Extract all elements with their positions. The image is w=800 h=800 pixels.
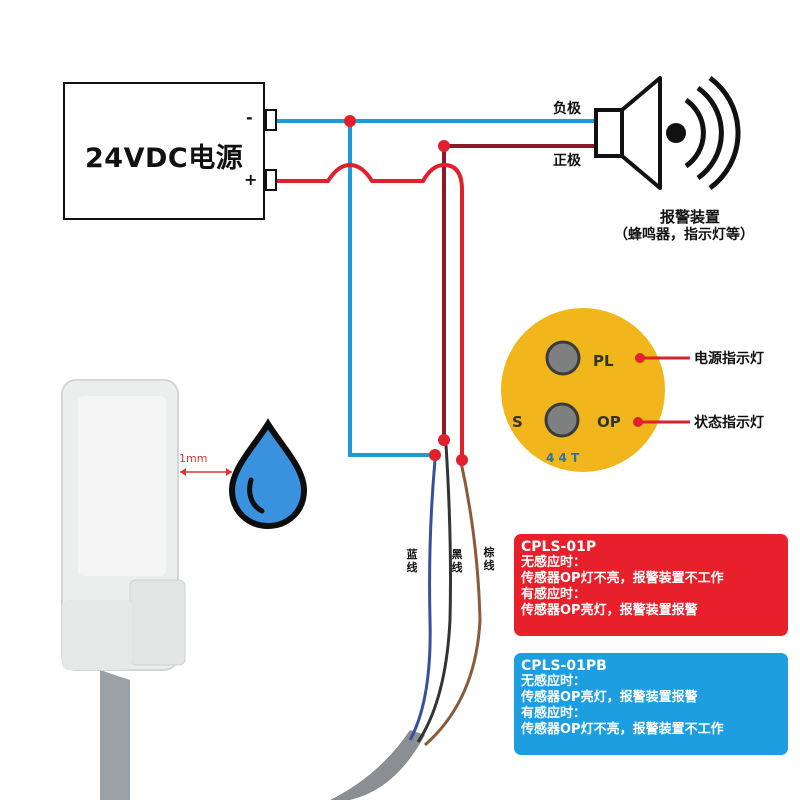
cable-jacket (330, 730, 425, 800)
plus-sign: + (244, 170, 258, 189)
blue-wire-label: 蓝线 (406, 548, 418, 574)
model-line: 传感器OP亮灯，报警装置报警 (521, 603, 698, 618)
alarm-device-subtitle: （蜂鸣器，指示灯等） (614, 227, 754, 243)
model-name: CPLS-01P (521, 539, 597, 555)
power-supply-box: 24VDC电源 (63, 82, 265, 220)
model-line: 传感器OP灯不亮，报警装置不工作 (521, 571, 724, 586)
sensor-cable (100, 670, 130, 800)
model-box-cpls-01p: CPLS-01P 无感应时： 传感器OP灯不亮，报警装置不工作 有感应时： 传感… (514, 534, 788, 636)
distance-label: 1mm (179, 452, 208, 465)
op-badge: OP (597, 413, 621, 431)
status-led-label: 状态指示灯 (694, 415, 764, 431)
minus-sign: - (246, 108, 253, 127)
model-line: 有感应时： (521, 587, 587, 602)
model-line: 传感器OP灯不亮，报警装置不工作 (521, 722, 724, 737)
power-led-label: 电源指示灯 (694, 351, 764, 367)
pl-pointer-dot (635, 353, 645, 363)
op-pointer-dot (633, 417, 643, 427)
negative-pole-label: 负极 (553, 101, 581, 117)
brown-lead (424, 461, 482, 747)
pl-badge: PL (593, 352, 614, 370)
model-line: 无感应时： (521, 674, 587, 689)
alarm-speaker-icon (594, 75, 741, 191)
model-box-cpls-01pb: CPLS-01PB 无感应时： 传感器OP亮灯，报警装置报警 有感应时： 传感器… (514, 653, 788, 755)
s-badge: S (512, 413, 523, 431)
pl-led-icon (545, 340, 581, 376)
junction-node (438, 140, 450, 152)
water-drop-icon (228, 418, 308, 530)
junction-node (429, 449, 441, 461)
op-led-icon (544, 402, 580, 438)
blue-wire (277, 119, 596, 457)
svg-text:4 4 T: 4 4 T (546, 451, 580, 465)
red-wire (277, 162, 464, 460)
blue-lead (408, 459, 437, 741)
indicator-disc: 4 4 T (501, 308, 665, 472)
power-supply-label: 24VDC电源 (85, 143, 244, 174)
distance-arrow (180, 468, 232, 476)
junction-node (456, 454, 468, 466)
junction-node (438, 434, 450, 446)
black-lead (416, 444, 452, 743)
positive-terminal (265, 169, 277, 191)
junction-node (344, 115, 356, 127)
positive-pole-label: 正极 (553, 153, 581, 169)
brown-wire-label: 棕线 (483, 546, 495, 572)
negative-terminal (265, 109, 277, 131)
model-line: 传感器OP亮灯，报警装置报警 (521, 690, 698, 705)
black-wire-label: 黑线 (451, 548, 463, 574)
model-name: CPLS-01PB (521, 658, 607, 674)
model-line: 有感应时： (521, 706, 587, 721)
alarm-device-title: 报警装置 (659, 208, 720, 226)
sensor-body (61, 379, 186, 671)
model-line: 无感应时： (521, 555, 587, 570)
